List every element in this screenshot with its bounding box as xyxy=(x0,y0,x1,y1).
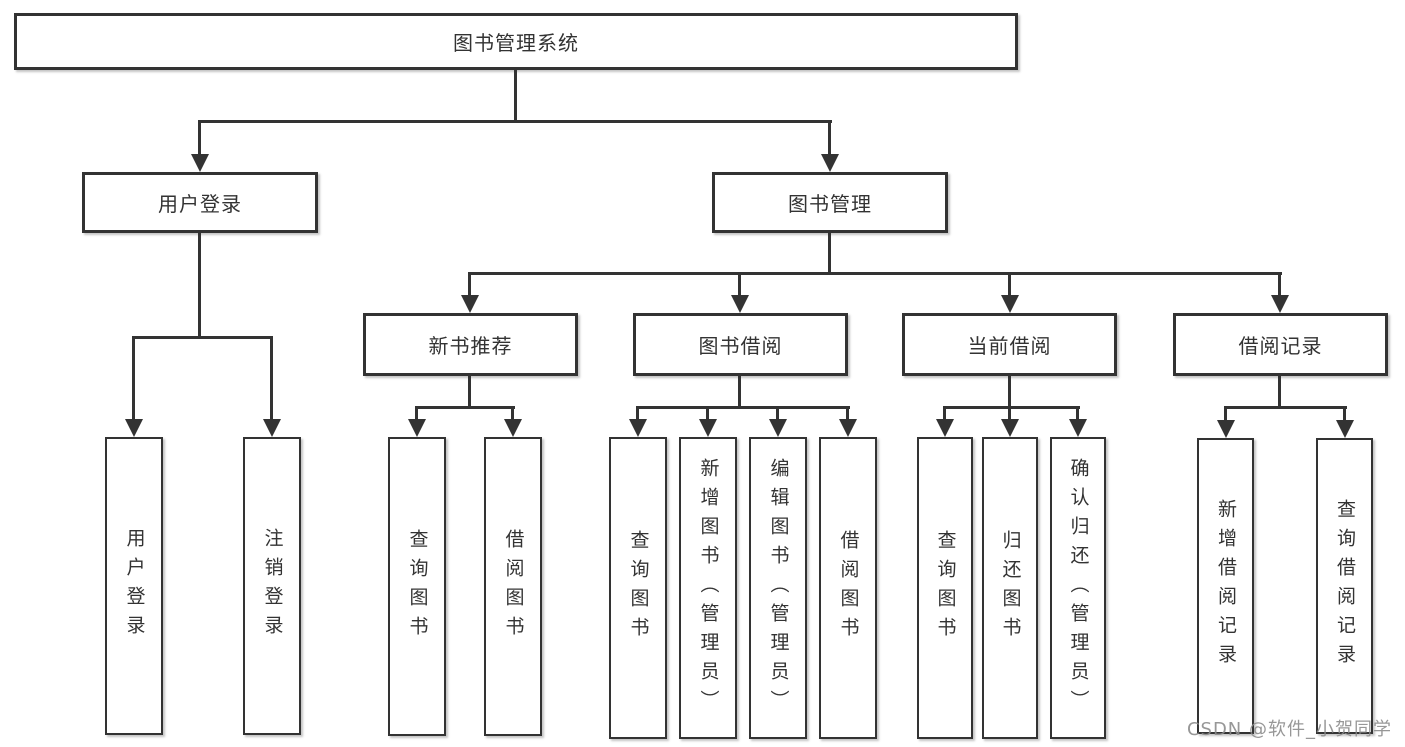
node-new-book-recommend: 新书推荐 xyxy=(363,313,578,376)
connector-vline xyxy=(1008,376,1011,406)
connector-vline xyxy=(738,376,741,406)
node-label: 借阅图书 xyxy=(837,530,860,646)
connector-vline xyxy=(1224,406,1227,421)
connector-arrow-down xyxy=(1336,420,1354,438)
connector-arrow-down xyxy=(1001,419,1019,437)
node-label: 新增借阅记录 xyxy=(1215,499,1237,673)
connector-vline xyxy=(1008,272,1011,296)
node-label: 新书推荐 xyxy=(428,334,513,358)
node-label: 用户登录 xyxy=(123,528,146,644)
connector-hline xyxy=(1224,406,1347,409)
connector-vline xyxy=(514,70,517,120)
leaf-borrow-book: 借阅图书 xyxy=(819,437,877,739)
connector-vline xyxy=(828,120,831,156)
connector-vline xyxy=(1278,272,1281,296)
connector-arrow-down xyxy=(461,295,479,313)
leaf-logout: 注销登录 xyxy=(243,437,301,735)
node-book-borrowing: 图书借阅 xyxy=(633,313,848,376)
connector-vline xyxy=(270,336,273,420)
connector-vline xyxy=(706,406,709,420)
node-label: 查询借阅记录 xyxy=(1334,499,1356,673)
node-label: 新增图书（管理员） xyxy=(697,457,720,719)
leaf-query-book-recommend: 查询图书 xyxy=(388,437,446,736)
connector-hline xyxy=(198,120,832,123)
node-label: 借阅记录 xyxy=(1238,334,1323,358)
connector-arrow-down xyxy=(769,419,787,437)
connector-hline xyxy=(943,406,1080,409)
connector-arrow-down xyxy=(408,419,426,437)
leaf-confirm-return-admin: 确认归还（管理员） xyxy=(1050,437,1106,739)
leaf-add-borrow-record: 新增借阅记录 xyxy=(1197,438,1254,734)
connector-arrow-down xyxy=(125,419,143,437)
connector-arrow-down xyxy=(629,419,647,437)
connector-arrow-down xyxy=(821,154,839,172)
csdn-watermark: CSDN @软件_小贺同学 xyxy=(1186,719,1392,740)
connector-hline xyxy=(415,406,515,409)
connector-hline xyxy=(468,272,1282,275)
node-borrowing-records: 借阅记录 xyxy=(1173,313,1388,376)
leaf-user-login: 用户登录 xyxy=(105,437,163,735)
node-label: 查询图书 xyxy=(934,530,957,646)
connector-hline xyxy=(636,406,850,409)
connector-vline xyxy=(738,272,741,296)
node-label: 编辑图书（管理员） xyxy=(767,457,790,719)
connector-vline xyxy=(198,120,201,156)
connector-vline xyxy=(1278,376,1281,406)
node-label: 图书管理 xyxy=(788,192,872,216)
connector-vline xyxy=(198,233,201,336)
node-user-login: 用户登录 xyxy=(82,172,318,233)
connector-vline xyxy=(846,406,849,420)
connector-vline xyxy=(636,406,639,420)
connector-vline xyxy=(943,406,946,420)
node-label: 归还图书 xyxy=(999,530,1022,646)
connector-vline xyxy=(776,406,779,420)
connector-vline xyxy=(828,233,831,272)
node-label: 图书借阅 xyxy=(698,334,783,358)
node-library-management-system: 图书管理系统 xyxy=(14,13,1018,70)
connector-arrow-down xyxy=(1271,295,1289,313)
connector-arrow-down xyxy=(191,154,209,172)
leaf-query-book-borrow: 查询图书 xyxy=(609,437,667,739)
node-label: 查询图书 xyxy=(627,530,650,646)
leaf-return-book: 归还图书 xyxy=(982,437,1038,739)
connector-vline xyxy=(468,376,471,406)
connector-vline xyxy=(415,406,418,420)
node-book-management: 图书管理 xyxy=(712,172,948,233)
connector-hline xyxy=(132,336,273,339)
connector-arrow-down xyxy=(936,419,954,437)
leaf-borrow-book-recommend: 借阅图书 xyxy=(484,437,542,736)
connector-arrow-down xyxy=(731,295,749,313)
leaf-add-book-admin: 新增图书（管理员） xyxy=(679,437,737,739)
connector-arrow-down xyxy=(839,419,857,437)
leaf-query-book-current: 查询图书 xyxy=(917,437,973,739)
connector-arrow-down xyxy=(263,419,281,437)
connector-vline xyxy=(1343,406,1346,421)
connector-vline xyxy=(132,336,135,420)
node-label: 当前借阅 xyxy=(967,334,1052,358)
node-label: 用户登录 xyxy=(158,192,242,216)
node-label: 确认归还（管理员） xyxy=(1067,457,1090,719)
connector-arrow-down xyxy=(504,419,522,437)
node-current-borrowing: 当前借阅 xyxy=(902,313,1117,376)
node-label: 注销登录 xyxy=(261,528,284,644)
connector-arrow-down xyxy=(1069,419,1087,437)
connector-vline xyxy=(468,272,471,296)
connector-vline xyxy=(1008,406,1011,420)
connector-vline xyxy=(1076,406,1079,420)
leaf-query-borrow-record: 查询借阅记录 xyxy=(1316,438,1373,734)
node-label: 查询图书 xyxy=(406,528,429,645)
connector-arrow-down xyxy=(1217,420,1235,438)
connector-vline xyxy=(511,406,514,420)
leaf-edit-book-admin: 编辑图书（管理员） xyxy=(749,437,807,739)
connector-arrow-down xyxy=(1001,295,1019,313)
node-label: 借阅图书 xyxy=(502,528,525,645)
connector-arrow-down xyxy=(699,419,717,437)
node-label: 图书管理系统 xyxy=(453,31,579,55)
